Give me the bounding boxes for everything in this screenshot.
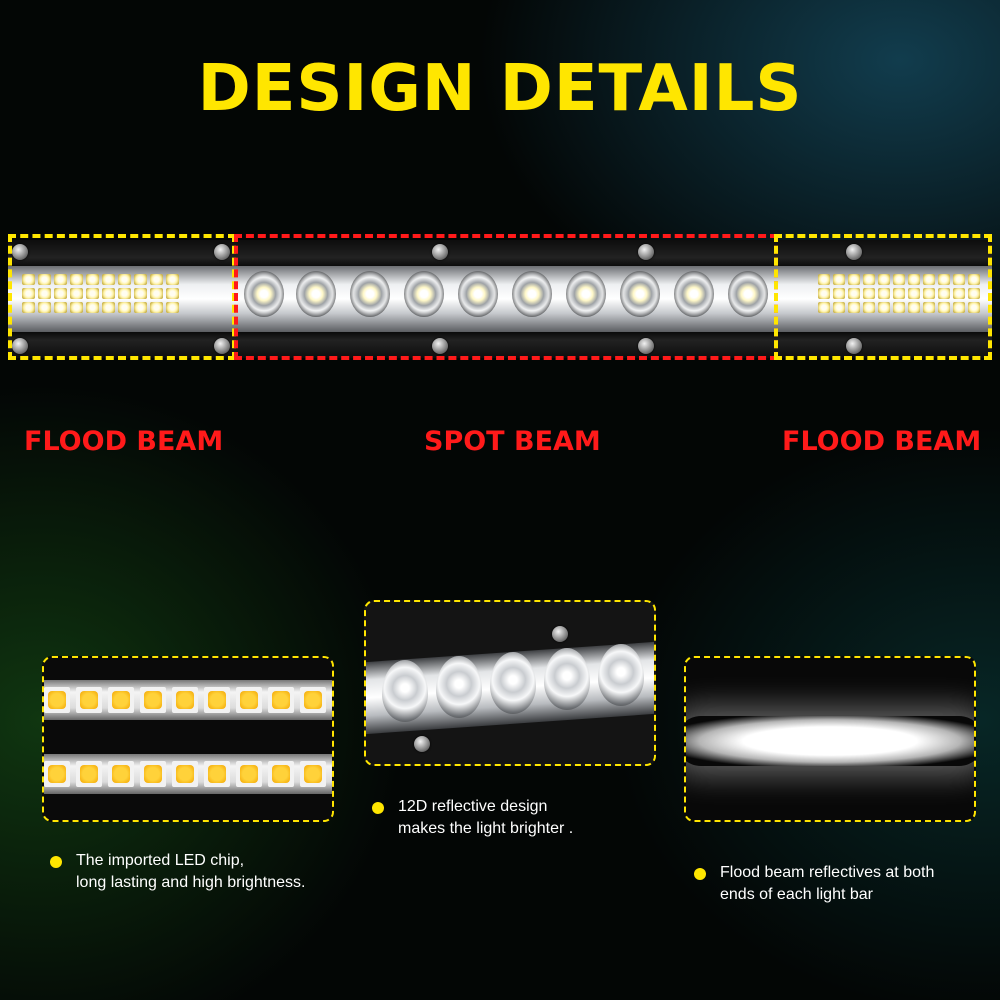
screw-icon [214, 244, 230, 260]
spot-lens [244, 271, 284, 317]
reflector-lens [382, 660, 428, 722]
flood-beam-label-left: FLOOD BEAM [24, 426, 224, 457]
screw-icon [12, 244, 28, 260]
screw-icon [846, 338, 862, 354]
bullet-dot-icon [694, 868, 706, 880]
feature-caption-led-chip: The imported LED chip, long lasting and … [50, 850, 306, 894]
reflector-lens [544, 648, 590, 710]
bullet-dot-icon [50, 856, 62, 868]
screw-icon [214, 338, 230, 354]
bullet-dot-icon [372, 802, 384, 814]
spot-lens [620, 271, 660, 317]
screw-icon [432, 244, 448, 260]
spot-lens [566, 271, 606, 317]
flood-led-cluster-left [22, 274, 179, 313]
spot-lens [458, 271, 498, 317]
spot-lens [350, 271, 390, 317]
screw-icon [846, 244, 862, 260]
flood-beam-right-outline [774, 234, 992, 360]
reflector-lens [490, 652, 536, 714]
spot-beam-label: SPOT BEAM [424, 426, 601, 457]
light-beam-glow [686, 716, 974, 766]
flood-led-cluster-right [818, 274, 980, 313]
screw-icon [552, 626, 568, 642]
flood-beam-label-right: FLOOD BEAM [782, 426, 982, 457]
spot-lens [728, 271, 768, 317]
light-glow-panel [684, 656, 976, 822]
screw-icon [638, 244, 654, 260]
spot-lens [296, 271, 336, 317]
led-chip-closeup-panel [42, 656, 334, 822]
page-title: DESIGN DETAILS [197, 52, 803, 126]
flood-beam-left-outline [8, 234, 236, 360]
reflector-lens [598, 644, 644, 706]
feature-caption-flood: Flood beam reflectives at both ends of e… [694, 862, 934, 906]
screw-icon [638, 338, 654, 354]
led-chip-row-top [44, 687, 332, 713]
screw-icon [432, 338, 448, 354]
screw-icon [414, 736, 430, 752]
spot-lens [512, 271, 552, 317]
spot-lens [404, 271, 444, 317]
feature-caption-reflective: 12D reflective design makes the light br… [372, 796, 573, 840]
reflector-closeup-panel [364, 600, 656, 766]
spot-beam-outline [234, 234, 778, 360]
spot-lens [674, 271, 714, 317]
reflector-lens [436, 656, 482, 718]
led-chip-row-bottom [44, 761, 332, 787]
screw-icon [12, 338, 28, 354]
